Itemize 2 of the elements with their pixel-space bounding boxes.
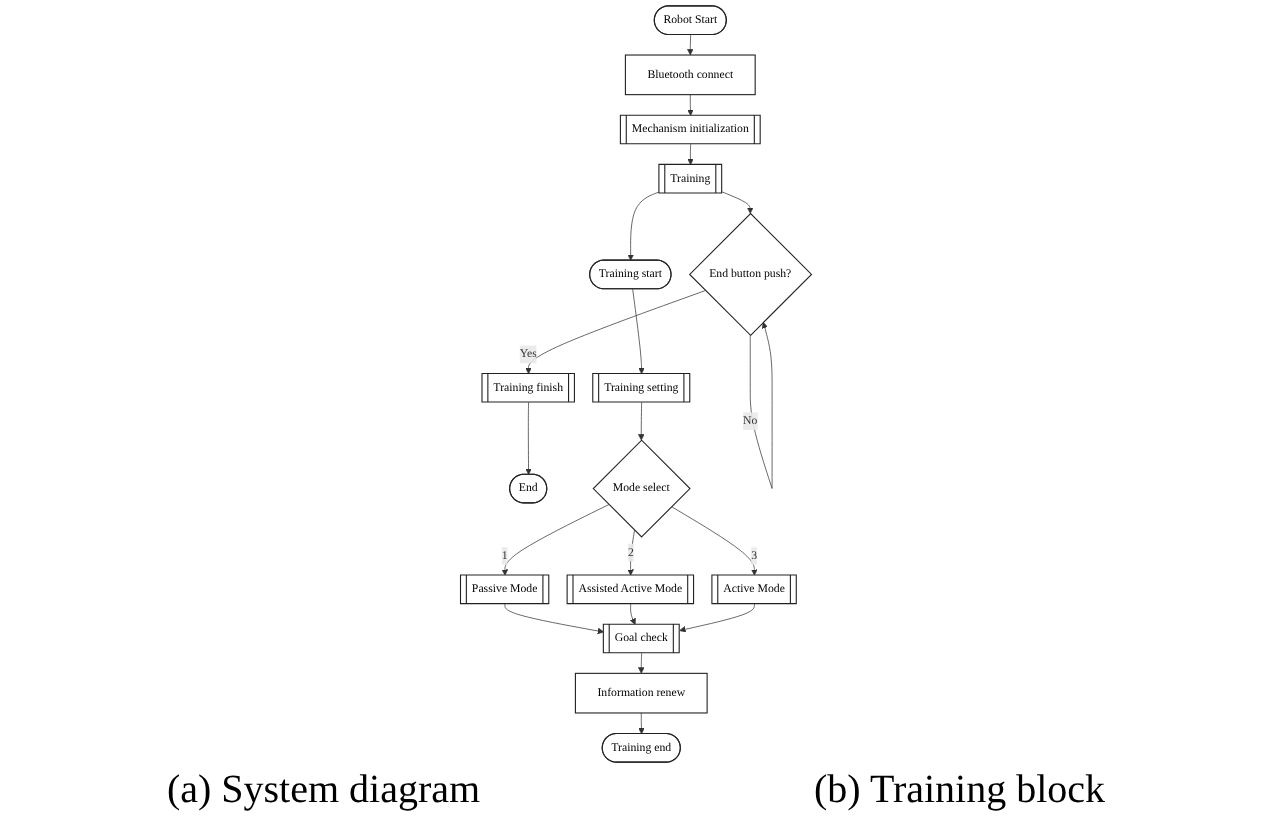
figure-caption: (b) Training block bbox=[813, 768, 1106, 816]
figure-caption: (a) System diagram bbox=[166, 768, 481, 816]
